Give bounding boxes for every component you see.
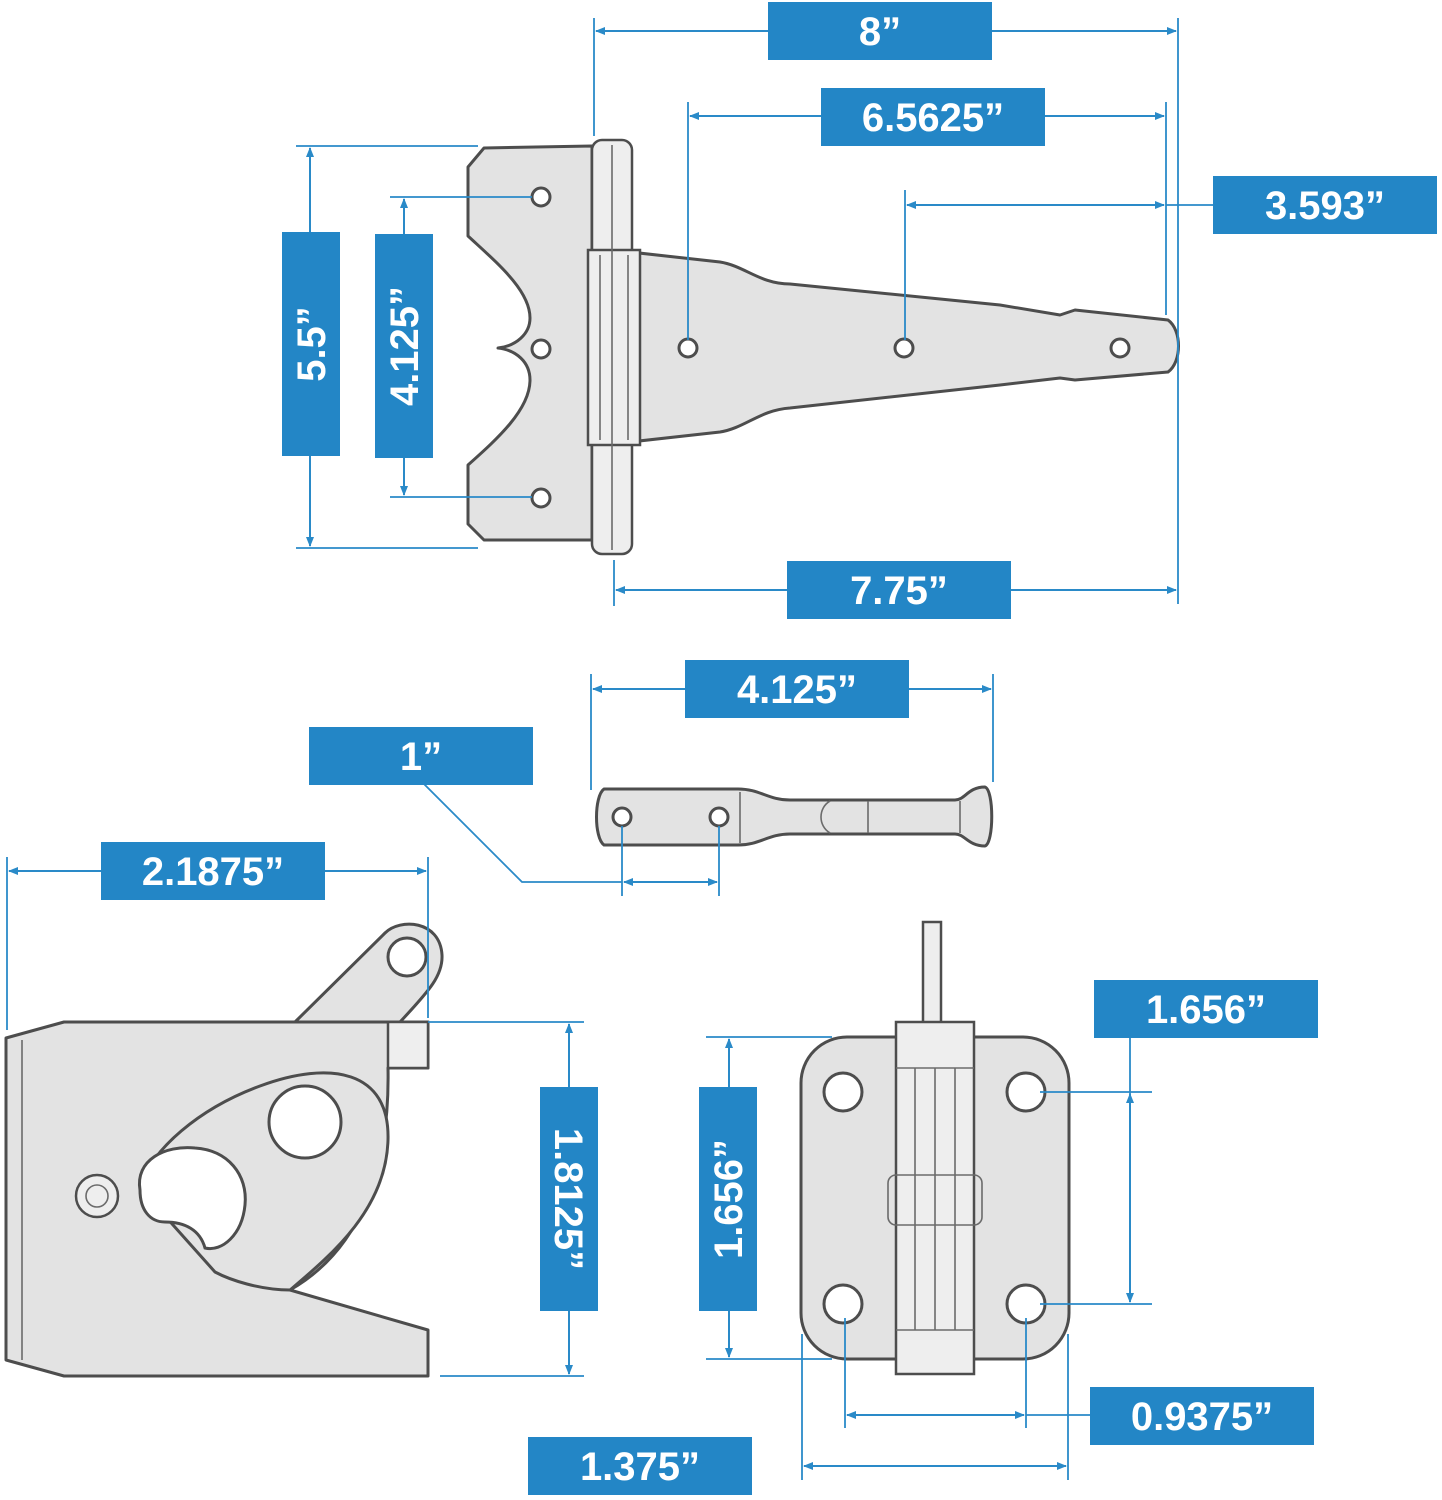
catch-plate-hole-top-left (822, 1071, 864, 1113)
label-hinge-hole-spacing: 4.125” (383, 286, 427, 406)
latch-bar-hole-1 (611, 806, 633, 828)
label-hinge-leaf-height: 5.5” (290, 306, 334, 382)
label-catch-plate-vertical-left: 1.656” (707, 1139, 751, 1259)
catch-plate-dimensions (706, 1036, 1152, 1480)
latch-bar-hole-2 (708, 806, 730, 828)
label-catch-plate-horizontal: 0.9375” (1131, 1395, 1273, 1439)
badge-hinge-strap-length: 7.75” (787, 561, 1011, 619)
badge-hinge-leaf-height: 5.5” (282, 232, 340, 456)
hinge-leaf-hole-middle (530, 338, 552, 360)
badge-hinge-to-first-hole: 6.5625” (821, 88, 1045, 146)
label-latch-bar-length: 4.125” (737, 668, 857, 712)
t-hinge-drawing (466, 138, 1180, 556)
hinge-knuckle-band (586, 248, 642, 447)
badge-catch-plate-horizontal: 0.9375” (1090, 1387, 1314, 1445)
latch-bar (595, 785, 994, 848)
gate-latch-drawing (4, 922, 444, 1378)
badge-hinge-overall-length: 8” (768, 2, 992, 60)
label-hinge-overall-length: 8” (859, 10, 901, 54)
hinge-leaf-hole-bottom (530, 487, 552, 509)
label-hinge-to-middle-hole: 3.593” (1265, 184, 1385, 228)
hinge-leaf-hole-top (530, 186, 552, 208)
badge-gate-latch-width: 2.1875” (101, 842, 325, 900)
gate-latch-hook-opening (138, 1146, 247, 1251)
gate-latch-lever-hole (267, 1084, 343, 1160)
badge-hinge-to-middle-hole: 3.593” (1213, 176, 1437, 234)
badge-catch-plate-vertical-left: 1.656” (699, 1087, 757, 1311)
label-gate-latch-width: 2.1875” (142, 850, 284, 894)
catch-plate-hole-top-right (1005, 1071, 1047, 1113)
gate-latch-arm (293, 922, 444, 1024)
gate-latch-arm-hole (386, 936, 428, 978)
hinge-strap-hole-2 (893, 337, 915, 359)
hinge-leaf (466, 144, 594, 542)
label-latch-bar-hole-spacing: 1” (400, 735, 442, 779)
catch-plate-hole-bottom-right (1005, 1283, 1047, 1325)
label-hinge-strap-length: 7.75” (850, 569, 948, 613)
badge-catch-plate-width: 1.375” (528, 1437, 752, 1495)
label-hinge-to-first-hole: 6.5625” (862, 96, 1004, 140)
latch-bar-drawing (595, 785, 994, 848)
badge-hinge-hole-spacing: 4.125” (375, 234, 433, 458)
badge-catch-plate-vertical-right: 1.656” (1094, 980, 1318, 1038)
gate-latch-rivet (74, 1173, 120, 1219)
catch-plate-drawing (799, 920, 1071, 1376)
badge-latch-bar-hole-spacing: 1” (309, 727, 533, 785)
label-gate-latch-height: 1.8125” (546, 1128, 590, 1270)
hinge-strap-hole-3 (1109, 337, 1131, 359)
label-catch-plate-vertical-right: 1.656” (1146, 988, 1266, 1032)
catch-plate-pin (921, 920, 943, 1026)
label-catch-plate-width: 1.375” (580, 1445, 700, 1489)
catch-plate-hole-bottom-left (822, 1283, 864, 1325)
badge-gate-latch-height: 1.8125” (540, 1087, 598, 1311)
badge-latch-bar-length: 4.125” (685, 660, 909, 718)
hinge-strap-hole-1 (677, 337, 699, 359)
